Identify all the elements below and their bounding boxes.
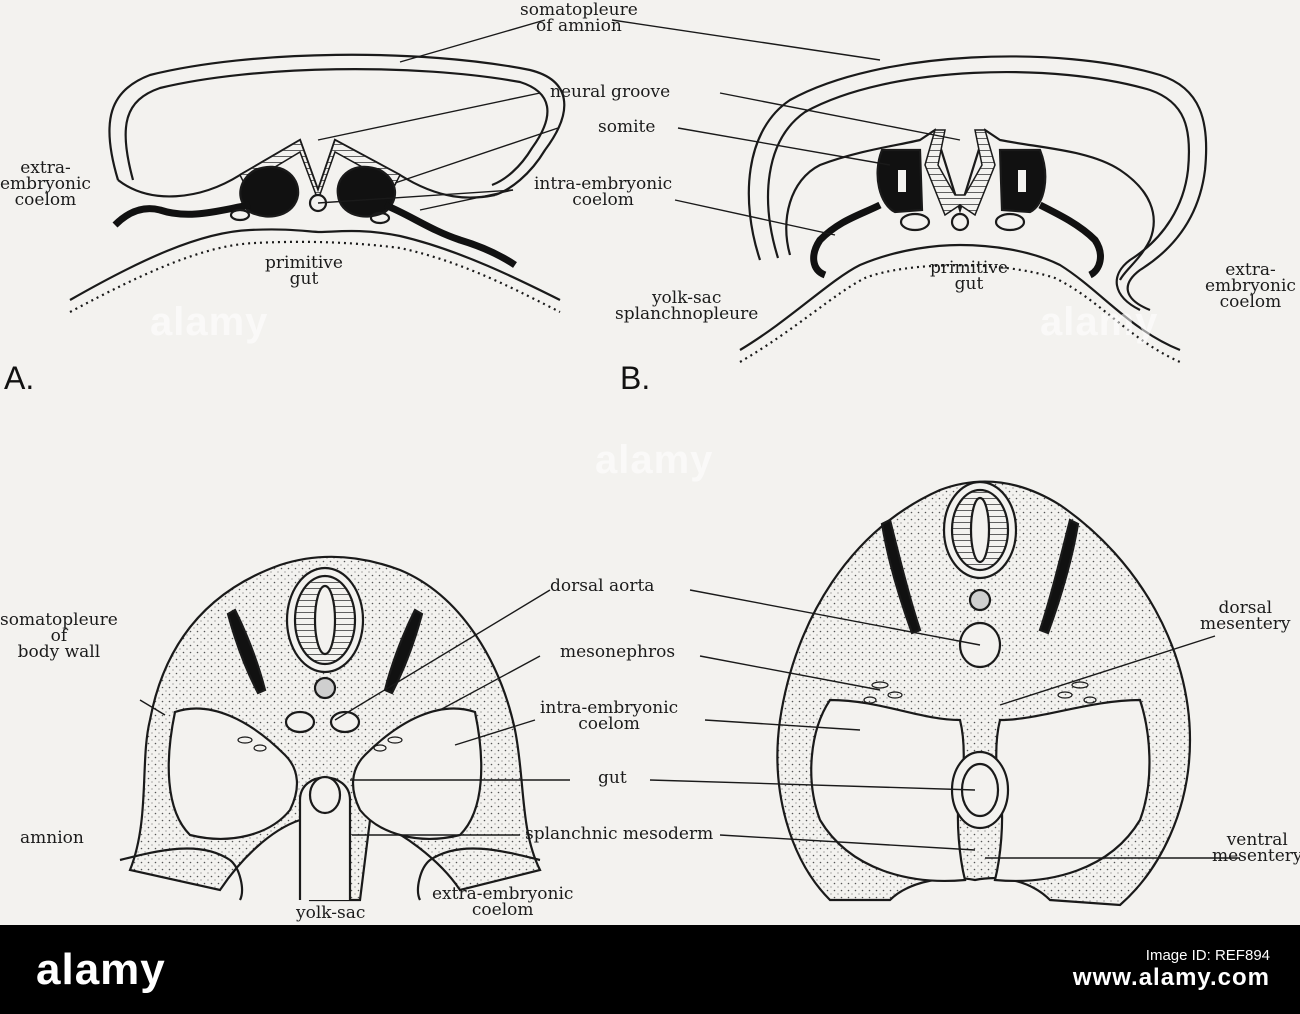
footer-meta: Image ID: REF894 www.alamy.com (1073, 947, 1270, 992)
watermark: alamy (595, 438, 713, 483)
label-splanchnic-mesoderm: splanchnic mesoderm (525, 826, 713, 842)
brand-logo: alamy (36, 945, 166, 995)
label-somite: somite (598, 119, 655, 135)
label-gut: gut (598, 770, 627, 786)
label-neural-groove: neural groove (550, 84, 670, 100)
site-url: www.alamy.com (1073, 964, 1270, 992)
panel-label-b: B. (620, 360, 650, 397)
label-mesonephros: mesonephros (560, 644, 675, 660)
label-amnion: amnion (20, 830, 84, 846)
label-dorsal-aorta: dorsal aorta (550, 578, 654, 594)
watermark: alamy (150, 300, 268, 345)
panel-label-a: A. (4, 360, 34, 397)
watermark: alamy (1040, 300, 1158, 345)
section-c (120, 557, 540, 900)
image-id: Image ID: REF894 (1073, 947, 1270, 964)
label-yolk-sac: yolk-sac (296, 905, 365, 921)
footer-bar: alamy Image ID: REF894 www.alamy.com (0, 925, 1300, 1014)
